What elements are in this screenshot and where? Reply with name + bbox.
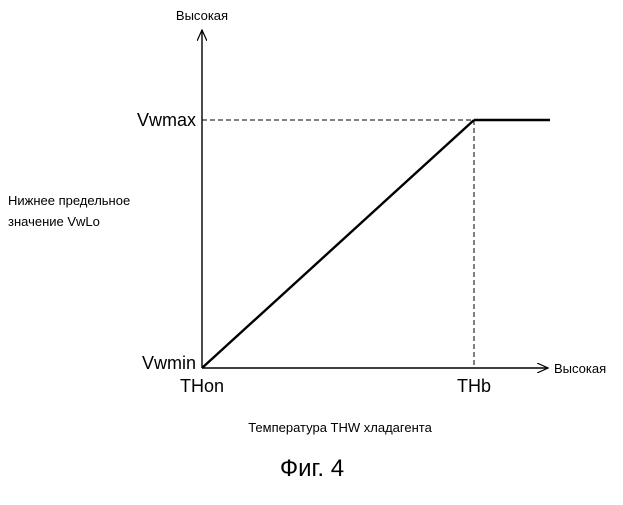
y-tick-label-vwmin: Vwmin [142, 353, 196, 373]
x-axis-label: Температура THW хладагента [248, 420, 432, 435]
x-tick-label-thb: THb [457, 376, 491, 396]
figure-caption: Фиг. 4 [280, 455, 344, 482]
series-ramp-line [202, 120, 474, 368]
y-axis-label-line1: Нижнее предельное [8, 193, 130, 208]
y-tick-label-vwmax: Vwmax [137, 110, 196, 130]
x-tick-label-thon: THon [180, 376, 224, 396]
x-axis-end-label: Высокая [554, 361, 606, 376]
y-axis-end-label: Высокая [176, 8, 228, 23]
y-axis-label-line2: значение VwLo [8, 214, 100, 229]
